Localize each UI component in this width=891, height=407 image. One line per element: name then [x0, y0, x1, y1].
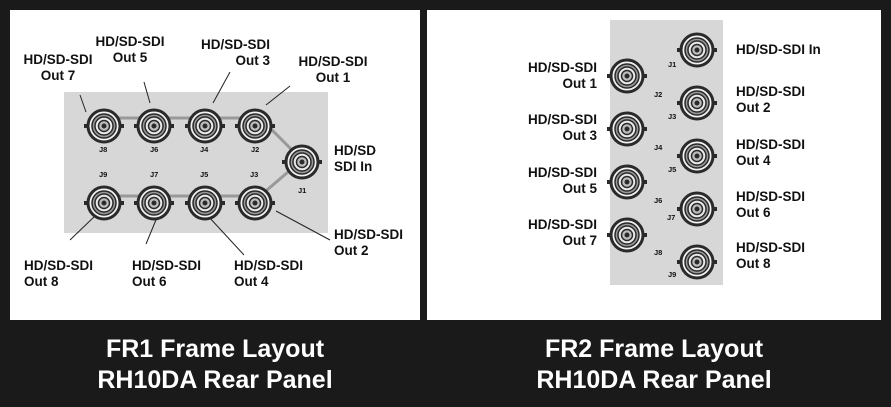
fr2-j4-label: J4: [654, 143, 663, 152]
fr1-j8-label: J8: [99, 145, 108, 154]
fr1-bnc-connector-j2: [235, 108, 275, 144]
fr2-label-out4: HD/SD-SDI Out 4: [736, 137, 806, 168]
fr2-j7-label: J7: [667, 213, 676, 222]
fr2-bnc-connector-j3: [677, 85, 717, 121]
fr1-leader-out8: [69, 214, 97, 241]
fr2-bnc-connector-j2: [607, 58, 647, 94]
fr2-label-out5: HD/SD-SDI Out 5: [527, 165, 597, 196]
fr1-leader-out1: [265, 85, 291, 106]
fr1-j4-label: J4: [200, 145, 209, 154]
fr2-j9-label: J9: [668, 270, 677, 279]
fr1-j2-label: J2: [251, 145, 260, 154]
fr1-leader-out4: [207, 215, 245, 256]
fr2-bnc-connector-j4: [607, 111, 647, 147]
fr2-bnc-connector-j9: [677, 244, 717, 280]
fr2-bnc-connector-j6: [607, 164, 647, 200]
fr1-label-out8: HD/SD-SDI Out 8: [24, 258, 94, 289]
fr1-bnc-connector-j4: [185, 108, 225, 144]
fr2-caption-line1: FR2 Frame Layout: [544, 335, 764, 363]
fr2-label-in: HD/SD-SDI In: [736, 42, 821, 57]
fr1-bnc-connector-j9: [84, 185, 124, 221]
fr1-bnc-connector-j8: [84, 108, 124, 144]
fr2-j1-label: J1: [668, 60, 677, 69]
fr1-label-out4: HD/SD-SDI Out 4: [234, 258, 304, 289]
fr2-j8-label: J8: [654, 248, 663, 257]
fr2-bnc-connector-j1: [677, 32, 717, 68]
fr1-label-out7: HD/SD-SDI Out 7: [23, 52, 93, 83]
fr2-label-out8: HD/SD-SDI Out 8: [736, 240, 806, 271]
fr2-j2-label: J2: [654, 90, 663, 99]
fr2-label-out3: HD/SD-SDI Out 3: [527, 112, 597, 143]
fr1-leader-out2: [275, 210, 331, 241]
fr1-label-out2: HD/SD-SDI Out 2: [334, 227, 404, 258]
fr1-label-out6: HD/SD-SDI Out 6: [132, 258, 202, 289]
fr1-bnc-connector-j7: [134, 185, 174, 221]
fr1-caption-line1: FR1 Frame Layout: [105, 335, 325, 363]
fr1-j5-label: J5: [200, 170, 209, 179]
fr1-j7-label: J7: [150, 170, 159, 179]
fr1-bnc-connector-j5: [185, 185, 225, 221]
fr1-j1-label: J1: [298, 186, 307, 195]
fr1-j3-label: J3: [250, 170, 259, 179]
fr2-bnc-connector-j7: [677, 191, 717, 227]
fr2-caption-line2: RH10DA Rear Panel: [536, 366, 772, 394]
fr1-label-out1: HD/SD-SDI Out 1: [298, 54, 368, 85]
fr1-j9-label: J9: [99, 170, 108, 179]
fr2-j3-label: J3: [668, 112, 677, 121]
fr1-bnc-connector-j3: [235, 185, 275, 221]
fr2-label-out6: HD/SD-SDI Out 6: [736, 189, 806, 220]
fr2-connectors: [607, 32, 717, 280]
fr1-bnc-connector-j6: [134, 108, 174, 144]
fr2-label-out2: HD/SD-SDI Out 2: [736, 84, 806, 115]
fr2-bnc-connector-j5: [677, 138, 717, 174]
fr1-bnc-connector-j1: [282, 144, 322, 180]
fr1-label-in: HD/SD SDI In: [334, 143, 377, 174]
fr2-bnc-connector-j8: [607, 217, 647, 253]
fr1-caption: FR1 Frame Layout RH10DA Rear Panel: [10, 334, 420, 396]
fr1-leader-out5: [143, 81, 151, 104]
fr2-label-out7: HD/SD-SDI Out 7: [527, 217, 597, 248]
fr2-j6-label: J6: [654, 196, 663, 205]
fr2-j5-label: J5: [668, 165, 677, 174]
fr2-caption: FR2 Frame Layout RH10DA Rear Panel: [427, 334, 881, 396]
fr2-label-out1: HD/SD-SDI Out 1: [527, 60, 597, 91]
fr1-label-out3: HD/SD-SDI Out 3: [200, 37, 270, 68]
fr1-leader-out7: [79, 94, 87, 113]
fr1-label-out5: HD/SD-SDI Out 5: [95, 34, 165, 65]
fr1-caption-line2: RH10DA Rear Panel: [97, 366, 333, 394]
fr1-connectors: [84, 108, 322, 221]
fr1-j6-label: J6: [150, 145, 159, 154]
fr1-leader-out3: [212, 71, 231, 104]
